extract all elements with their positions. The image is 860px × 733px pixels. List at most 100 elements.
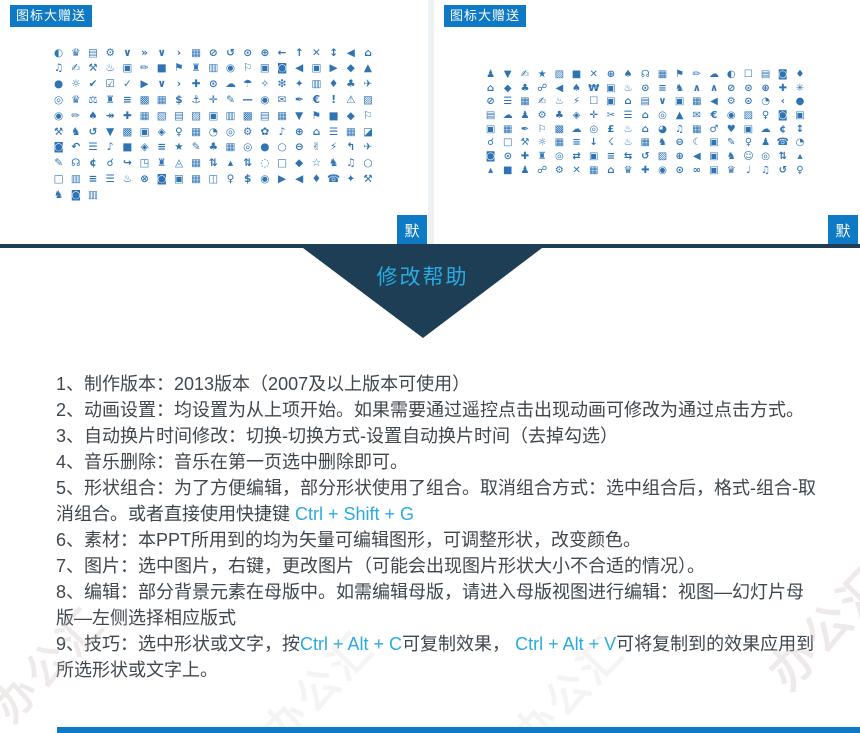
icon-glyph: ◎	[761, 150, 770, 162]
icon-glyph: ⚑	[174, 62, 184, 75]
icon-glyph: ⊙	[744, 96, 753, 108]
icon-glyph: ✉	[277, 94, 287, 107]
icon-glyph: ≡	[606, 150, 616, 162]
slide-corner-badge: 默	[828, 215, 858, 245]
icon-glyph: ♟	[520, 109, 530, 121]
icon-glyph: ▶	[329, 62, 338, 75]
icon-glyph: ▦	[191, 46, 202, 59]
icon-glyph: €	[710, 109, 718, 121]
icon-glyph: ✕	[312, 46, 321, 59]
icon-glyph: ✎	[226, 94, 235, 107]
icon-glyph: ▥	[225, 109, 236, 122]
help-list: 1、制作版本：2013版本（2007及以上版本可使用）2、动画设置：均设置为从上…	[56, 371, 820, 683]
icon-glyph: ↰	[346, 141, 356, 154]
icon-glyph: ▦	[225, 141, 236, 154]
help-item: 8、编辑：部分背景元素在母版中。如需编辑母版，请进入母版视图进行编辑：视图—幻灯…	[56, 579, 820, 631]
help-item: 1、制作版本：2013版本（2007及以上版本可使用）	[56, 371, 820, 397]
icon-glyph: ▦	[503, 123, 513, 135]
icon-glyph: ●	[260, 141, 270, 154]
icon-glyph: ◉	[658, 164, 667, 176]
icon-glyph: ⊕	[675, 150, 684, 162]
icon-glyph: ☰	[328, 125, 339, 138]
icon-glyph: ⌂	[364, 46, 372, 59]
icon-glyph: ♀	[761, 109, 770, 121]
icon-glyph: ≡	[88, 173, 98, 186]
icon-glyph: ⚙	[105, 46, 115, 59]
help-item: 9、技巧：选中形状或文字，按Ctrl + Alt + C可复制效果， Ctrl …	[56, 631, 820, 683]
icon-glyph: ▤	[173, 109, 184, 122]
icon-glyph: ◈	[140, 141, 149, 154]
icon-glyph: ▨	[657, 150, 668, 162]
icon-glyph: ☊	[71, 157, 81, 170]
icon-glyph: ◪	[363, 125, 373, 138]
icon-glyph: ▼	[106, 125, 115, 138]
icon-glyph: ▣	[485, 123, 496, 135]
icon-glyph: ▨	[363, 94, 373, 107]
icon-glyph: ⊙	[243, 46, 253, 59]
icon-glyph: ☊	[640, 68, 650, 80]
icon-glyph: ♀	[796, 164, 804, 176]
slide-preview-1[interactable]: 图标大赠送 ◐♛▤⚙∨»∨›▦⊘↺⊙⊕←↑✕↕◀⌂♫✍⚒♨▣✏■⚑♜▥◉⚐▣◙◀…	[0, 0, 428, 245]
icon-glyph: ▣	[709, 137, 719, 149]
icon-glyph: ∨	[658, 96, 667, 108]
icon-glyph: ▶	[140, 78, 149, 91]
shortcut-text: Ctrl + Alt + V	[515, 634, 617, 654]
icon-glyph: ◎	[554, 150, 564, 162]
slide-preview-2[interactable]: 图标大赠送 ♟▼✍★▨■✕⊕♠☊▦⚑✏☁◐☐▤◙♦⌂◆♣☍◀♠₩▣♨⊙≡♞∧∧⊘…	[434, 0, 860, 245]
icon-glyph: ↺	[88, 125, 98, 138]
icon-glyph: ☌	[487, 137, 494, 149]
icon-glyph: ♨	[122, 173, 133, 186]
icon-glyph: €	[312, 94, 321, 107]
help-text: 1、制作版本：2013版本（2007及以上版本可使用）	[56, 374, 471, 394]
icon-glyph: ✔	[88, 78, 98, 91]
help-text: 可复制效果，	[402, 634, 516, 654]
icon-glyph: ▤	[485, 109, 496, 121]
icon-glyph: ♞	[53, 188, 64, 201]
icon-glyph: ✌	[312, 141, 321, 154]
icon-glyph: ∞	[692, 164, 702, 176]
icon-glyph: ◆	[346, 62, 355, 75]
icon-glyph: ☰	[88, 141, 98, 154]
icon-glyph: ☌	[106, 157, 114, 170]
icon-glyph: ▨	[743, 109, 754, 121]
icon-glyph: ↺	[778, 164, 787, 176]
icon-glyph: ⚙	[537, 109, 547, 121]
icon-glyph: □	[53, 173, 64, 186]
icon-glyph: ≡	[122, 94, 132, 107]
icon-glyph: ◐	[54, 46, 64, 59]
icon-glyph: ✏	[71, 109, 81, 122]
icon-glyph: ✂	[606, 109, 616, 121]
icon-glyph: ⌂	[641, 123, 649, 135]
icon-glyph: ■	[571, 68, 582, 80]
icon-glyph: ◙	[53, 141, 64, 154]
icon-glyph: ✒	[520, 123, 530, 135]
icon-glyph: ₩	[588, 82, 600, 94]
icon-glyph: ⊕	[294, 125, 304, 138]
icon-glyph: ✚	[778, 82, 787, 94]
icon-glyph: ▦	[191, 173, 202, 186]
icon-glyph: ◀	[295, 62, 304, 75]
icon-glyph: ▣	[674, 96, 685, 108]
icon-glyph: ▩	[242, 109, 253, 122]
icon-glyph: ✕	[589, 68, 598, 80]
icon-glyph: ♣	[346, 78, 356, 91]
icon-glyph: ▣	[606, 82, 616, 94]
icon-glyph: ♜	[105, 94, 115, 107]
icon-glyph: !	[331, 94, 336, 107]
icon-glyph: ◙	[485, 150, 496, 162]
icon-glyph: ⚓	[191, 94, 201, 107]
icon-glyph: ☰	[623, 109, 633, 121]
icon-glyph: ≡	[658, 82, 667, 94]
icon-glyph: ✚	[641, 164, 650, 176]
icon-glyph: ♠	[572, 82, 582, 94]
icon-glyph: ⊗	[140, 173, 149, 186]
icon-glyph: ▣	[709, 150, 719, 162]
icon-glyph: ◆	[503, 82, 512, 94]
icon-glyph: ⊕	[260, 46, 270, 59]
icon-glyph: ☂	[242, 78, 253, 91]
icon-glyph: ★	[537, 68, 547, 80]
icon-glyph: ◀	[555, 82, 564, 94]
bottom-bar	[57, 727, 860, 733]
icon-glyph: ↠	[105, 109, 115, 122]
icon-glyph: ◫	[208, 173, 219, 186]
